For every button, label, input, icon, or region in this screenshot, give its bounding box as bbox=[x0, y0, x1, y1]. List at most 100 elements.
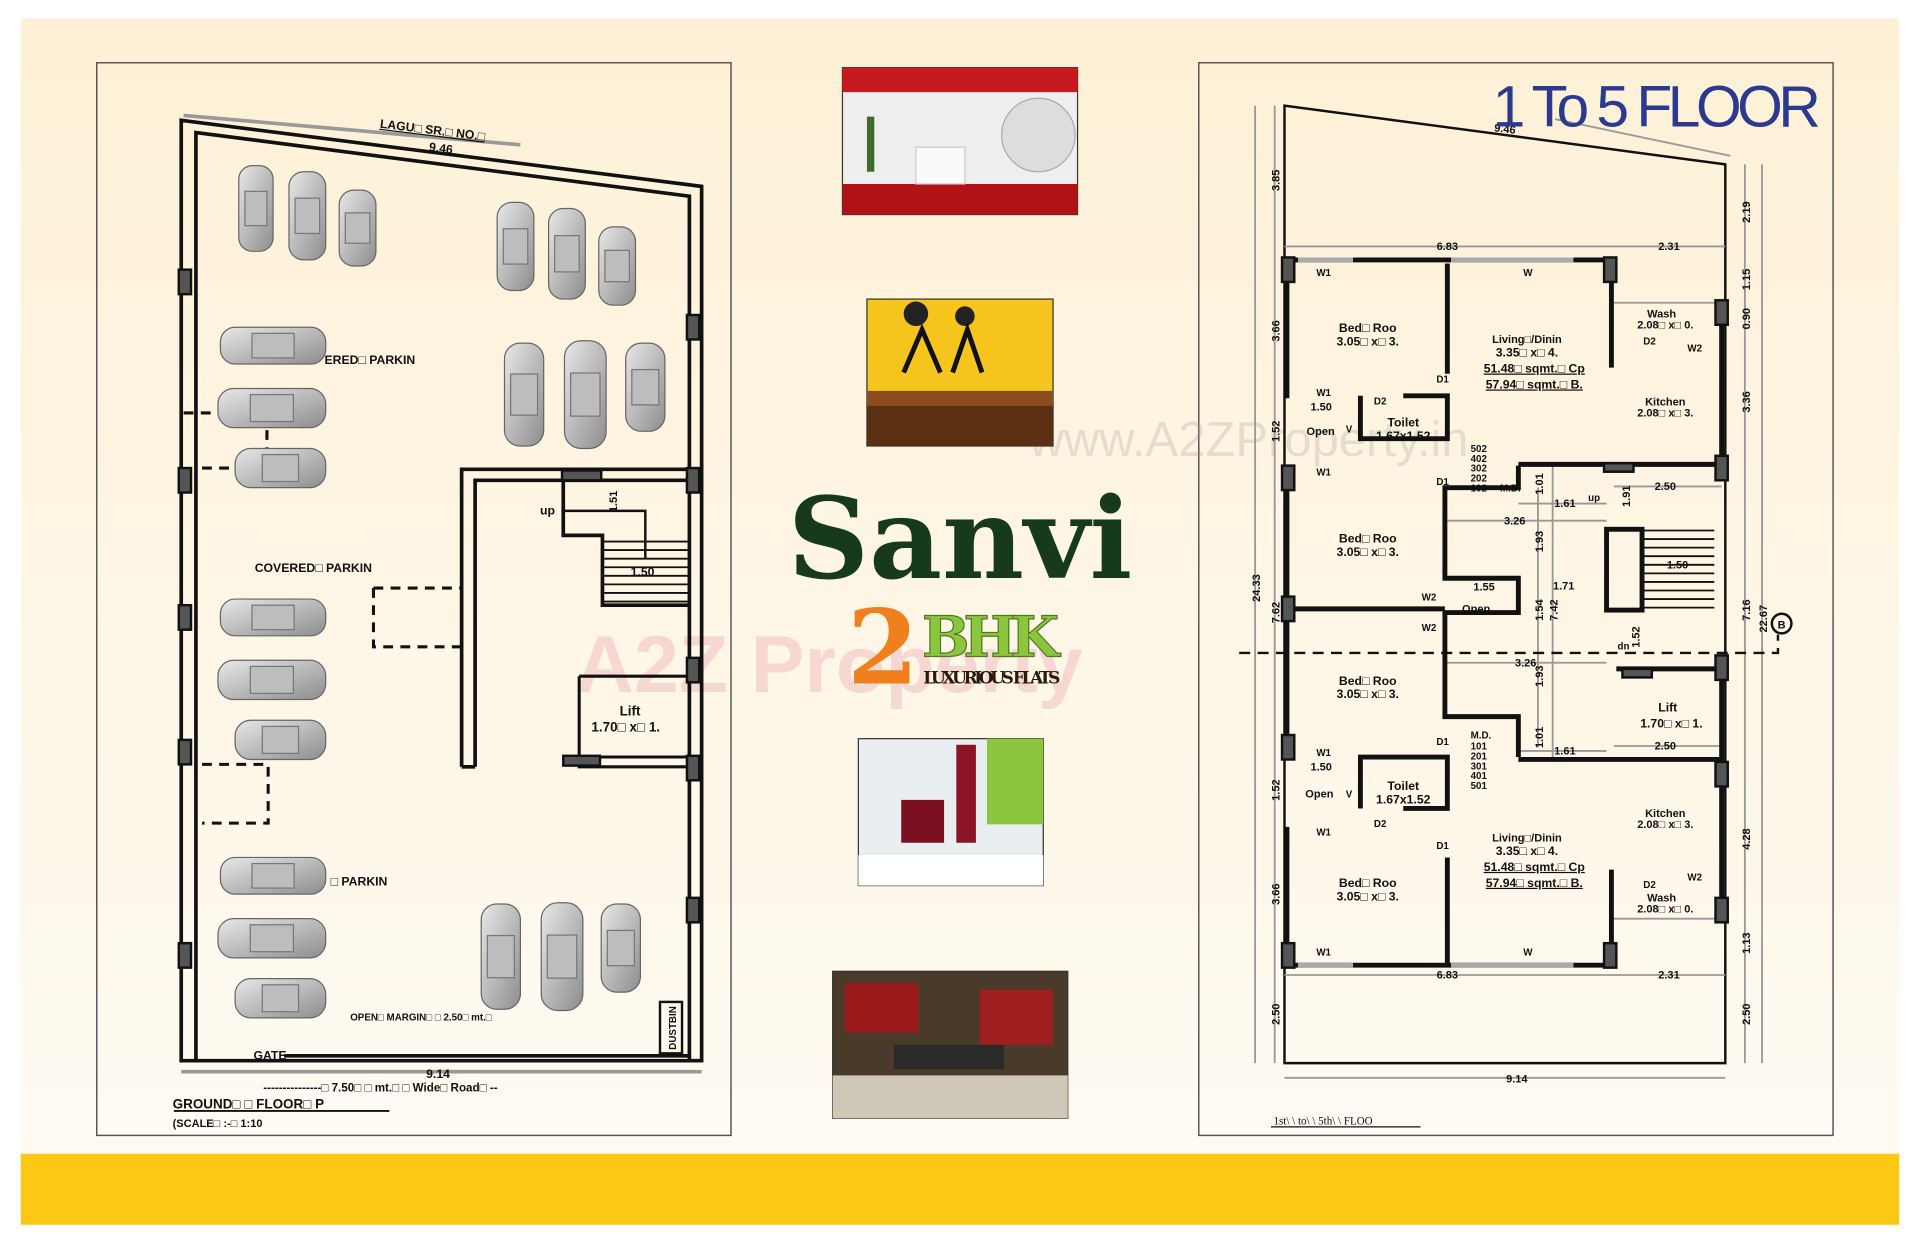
column bbox=[177, 941, 193, 969]
depth-dim: 1.13 bbox=[1741, 932, 1753, 953]
room-size: 3.35□ x□ 4. bbox=[1496, 346, 1558, 360]
photo-bathroom bbox=[857, 738, 1044, 887]
car-icon bbox=[288, 171, 327, 261]
column bbox=[1714, 454, 1729, 482]
car-icon bbox=[563, 340, 607, 450]
flat-number: 101 bbox=[1471, 742, 1488, 753]
room-size: 1.70□ x□ 1. bbox=[1640, 717, 1702, 731]
window-label: W bbox=[1523, 947, 1533, 958]
column bbox=[1602, 461, 1635, 473]
dim: 1.50 bbox=[1310, 762, 1331, 774]
width-dim: 2.31 bbox=[1658, 241, 1679, 253]
depth-dim: 4.28 bbox=[1741, 828, 1753, 849]
flat-number: 402 bbox=[1471, 454, 1488, 465]
depth-dim: 3.36 bbox=[1741, 391, 1753, 412]
grid-marker-circle bbox=[1770, 612, 1793, 635]
scale-label: (SCALE□ :-□ 1:10 bbox=[173, 1118, 263, 1130]
room-name: Toilet bbox=[1387, 415, 1419, 429]
window-label: W1 bbox=[1316, 947, 1331, 958]
photo-living-room bbox=[841, 67, 1079, 216]
lift-size: 1.70□ x□ 1. bbox=[591, 719, 660, 734]
car-icon bbox=[540, 902, 584, 1012]
room-name: Wash bbox=[1647, 893, 1676, 905]
bhk-label: BHK bbox=[922, 605, 1061, 671]
column bbox=[177, 268, 193, 296]
window-label: W2 bbox=[1687, 873, 1702, 884]
room-size: 3.35□ x□ 4. bbox=[1496, 844, 1558, 858]
dim: 1.55 bbox=[1473, 582, 1494, 594]
car-icon bbox=[219, 326, 327, 365]
dim: 1.50 bbox=[1310, 402, 1331, 414]
column bbox=[1714, 896, 1729, 924]
ground-floor-plan bbox=[173, 113, 704, 1112]
car-icon bbox=[600, 903, 642, 993]
car-icon bbox=[219, 598, 327, 637]
column bbox=[177, 738, 193, 766]
door-label: D2 bbox=[1643, 336, 1656, 347]
open-label: Open bbox=[1305, 788, 1333, 800]
dim: 3.26 bbox=[1504, 515, 1525, 527]
dim: 1.93 bbox=[1534, 665, 1546, 686]
flat-number: 301 bbox=[1471, 761, 1488, 772]
flat-number: 401 bbox=[1471, 771, 1488, 782]
door-label: D1 bbox=[1436, 477, 1449, 488]
bhk-number: 2 bbox=[847, 588, 919, 709]
depth-dim: 7.62 bbox=[1271, 602, 1283, 623]
flat-number: 201 bbox=[1471, 751, 1488, 762]
column bbox=[1280, 464, 1296, 492]
dustbin-label: DUSTBIN bbox=[668, 1006, 679, 1049]
car-icon bbox=[625, 342, 666, 432]
stair-dim: 1.50 bbox=[631, 565, 655, 579]
open-margin-label: OPEN□ MARGIN□ □ 2.50□ mt.□ bbox=[350, 1012, 492, 1023]
window-label: W1 bbox=[1316, 268, 1331, 279]
car-icon bbox=[598, 226, 637, 306]
columns bbox=[177, 256, 1729, 969]
column bbox=[1714, 299, 1729, 327]
car-icon bbox=[238, 164, 274, 252]
room-size: 3.05□ x□ 3. bbox=[1337, 545, 1399, 559]
depth-dim: 0.90 bbox=[1741, 308, 1753, 329]
room-name: Bed□ Roo bbox=[1339, 674, 1397, 688]
window-label: W2 bbox=[1422, 592, 1437, 603]
stair-dim: 1.51 bbox=[608, 491, 620, 512]
column bbox=[685, 656, 701, 684]
window-label: W bbox=[1523, 268, 1533, 279]
photo-study-desk bbox=[866, 298, 1054, 447]
door-label: D2 bbox=[1374, 819, 1387, 830]
dim: 1.61 bbox=[1554, 498, 1575, 510]
window-label: W2 bbox=[1422, 623, 1437, 634]
width-dim: 6.83 bbox=[1437, 970, 1458, 982]
vent-label: V bbox=[1346, 789, 1353, 800]
dim: 3.26 bbox=[1515, 657, 1536, 669]
car-icon bbox=[496, 201, 535, 292]
room-size: 3.05□ x□ 3. bbox=[1337, 687, 1399, 701]
window-label: W1 bbox=[1316, 467, 1331, 478]
depth-dim: 3.66 bbox=[1271, 883, 1283, 904]
car-icon bbox=[547, 207, 586, 300]
column bbox=[1714, 760, 1729, 788]
column bbox=[1602, 256, 1618, 284]
dim: 1.54 bbox=[1534, 599, 1546, 621]
column bbox=[560, 469, 603, 482]
window-label: W2 bbox=[1687, 344, 1702, 355]
room-name: Wash bbox=[1647, 308, 1676, 320]
main-door-label: M.D. bbox=[1471, 731, 1492, 742]
window-label: W1 bbox=[1316, 827, 1331, 838]
dim: 7.42 bbox=[1549, 599, 1561, 620]
dim: 2.50 bbox=[1655, 481, 1676, 493]
dim: 1.71 bbox=[1553, 580, 1574, 592]
cars bbox=[217, 164, 666, 1019]
width-dim: 6.83 bbox=[1437, 241, 1458, 253]
dim: 1.91 bbox=[1621, 485, 1633, 506]
top-width-dim: 9.46 bbox=[428, 140, 454, 157]
room-name: Bed□ Roo bbox=[1339, 876, 1397, 890]
width-dim: 2.31 bbox=[1658, 970, 1679, 982]
dim: 1.50 bbox=[1667, 559, 1688, 571]
car-icon bbox=[219, 856, 327, 895]
carpet-area: 51.48□ sqmt.□ Cp bbox=[1484, 860, 1585, 874]
tagline: LUXURIOUS FLATS bbox=[923, 669, 1060, 689]
car-icon bbox=[338, 189, 377, 267]
room-size: 3.05□ x□ 3. bbox=[1337, 335, 1399, 349]
depth-dim: 1.52 bbox=[1271, 421, 1283, 442]
